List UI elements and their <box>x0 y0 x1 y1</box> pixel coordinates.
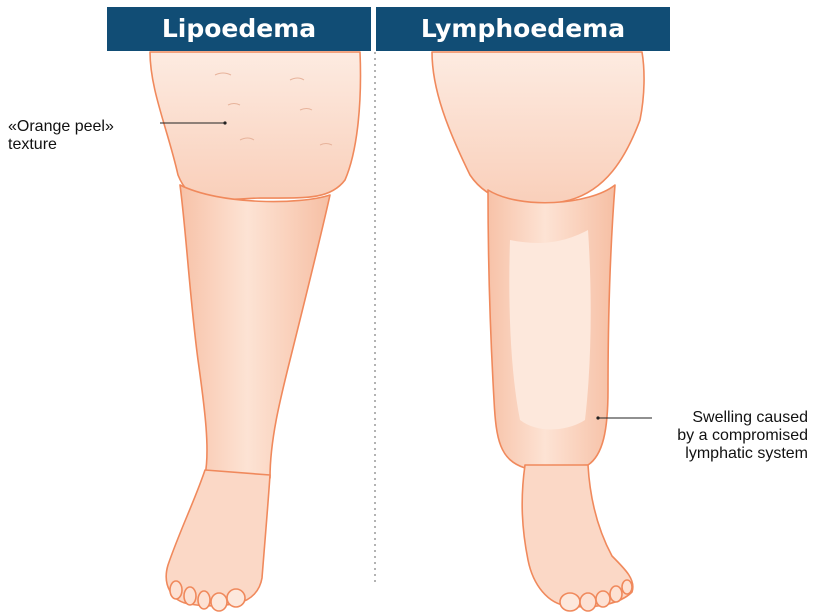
swelling-label-line-2: by a compromised <box>677 427 808 445</box>
lipoedema-leg <box>150 52 360 611</box>
lipoedema-header: Lipoedema <box>107 7 371 51</box>
swelling-label-line-3: lymphatic system <box>677 445 808 463</box>
orange-peel-label-line-2: texture <box>8 136 114 154</box>
orange-peel-label: «Orange peel» texture <box>8 118 114 154</box>
lymphoedema-header: Lymphoedema <box>376 7 670 51</box>
swelling-label: Swelling caused by a compromised lymphat… <box>677 409 808 463</box>
lymphoedema-leg <box>432 52 644 611</box>
orange-peel-label-line-1: «Orange peel» <box>8 118 114 136</box>
swelling-label-line-1: Swelling caused <box>677 409 808 427</box>
